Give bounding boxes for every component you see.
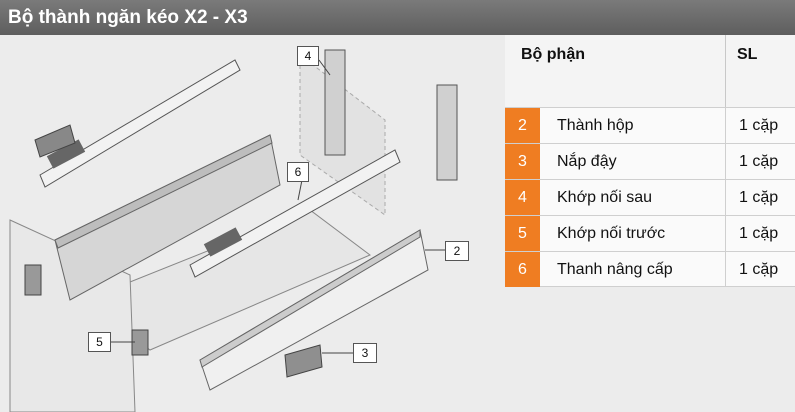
row-part-name: Khớp nối sau bbox=[557, 189, 652, 206]
callout-2: 2 bbox=[445, 241, 469, 261]
header-part: Bộ phận bbox=[521, 46, 585, 63]
row-part-name: Thanh nâng cấp bbox=[557, 261, 673, 278]
diagram-drawing bbox=[9, 49, 458, 412]
row-number: 2 bbox=[505, 108, 540, 143]
table-row: 4 Khớp nối sau 1 cặp bbox=[505, 179, 795, 215]
callout-6: 6 bbox=[287, 162, 309, 182]
header-divider bbox=[725, 35, 726, 107]
row-qty: 1 cặp bbox=[739, 117, 779, 134]
row-number: 6 bbox=[505, 252, 540, 287]
row-number: 5 bbox=[505, 216, 540, 251]
callout-5: 5 bbox=[88, 332, 111, 352]
rail-connector-right bbox=[203, 227, 243, 257]
rear-bracket-right bbox=[436, 84, 458, 181]
row-qty: 1 cặp bbox=[739, 189, 779, 206]
drawer-assembly-diagram: 4 6 2 5 3 bbox=[0, 35, 505, 412]
row-part-name: Khớp nối trước bbox=[557, 225, 666, 242]
rear-bracket-left bbox=[324, 49, 346, 156]
table-header: Bộ phận SL bbox=[505, 35, 795, 107]
header-qty: SL bbox=[737, 46, 758, 63]
upper-rail-front bbox=[189, 149, 401, 278]
table-row: 3 Nắp đậy 1 cặp bbox=[505, 143, 795, 179]
callout-4: 4 bbox=[297, 46, 319, 66]
front-bracket-left bbox=[24, 264, 42, 296]
table-row: 6 Thanh nâng cấp 1 cặp bbox=[505, 251, 795, 287]
parts-table: Bộ phận SL 2 Thành hộp 1 cặp 3 Nắp đậy 1… bbox=[505, 35, 795, 412]
row-number: 4 bbox=[505, 180, 540, 215]
row-number: 3 bbox=[505, 144, 540, 179]
row-qty: 1 cặp bbox=[739, 225, 779, 242]
row-qty: 1 cặp bbox=[739, 153, 779, 170]
row-qty: 1 cặp bbox=[739, 261, 779, 278]
mounting-plate bbox=[34, 124, 76, 158]
page-title: Bộ thành ngăn kéo X2 - X3 bbox=[0, 0, 795, 35]
table-row: 2 Thành hộp 1 cặp bbox=[505, 107, 795, 143]
table-row: 5 Khớp nối trước 1 cặp bbox=[505, 215, 795, 251]
row-part-name: Nắp đậy bbox=[557, 153, 617, 170]
cover-cap bbox=[284, 344, 323, 378]
upper-rail-back bbox=[39, 59, 241, 188]
callout-3: 3 bbox=[353, 343, 377, 363]
rail-connector-left bbox=[46, 139, 86, 169]
row-part-name: Thành hộp bbox=[557, 117, 634, 134]
